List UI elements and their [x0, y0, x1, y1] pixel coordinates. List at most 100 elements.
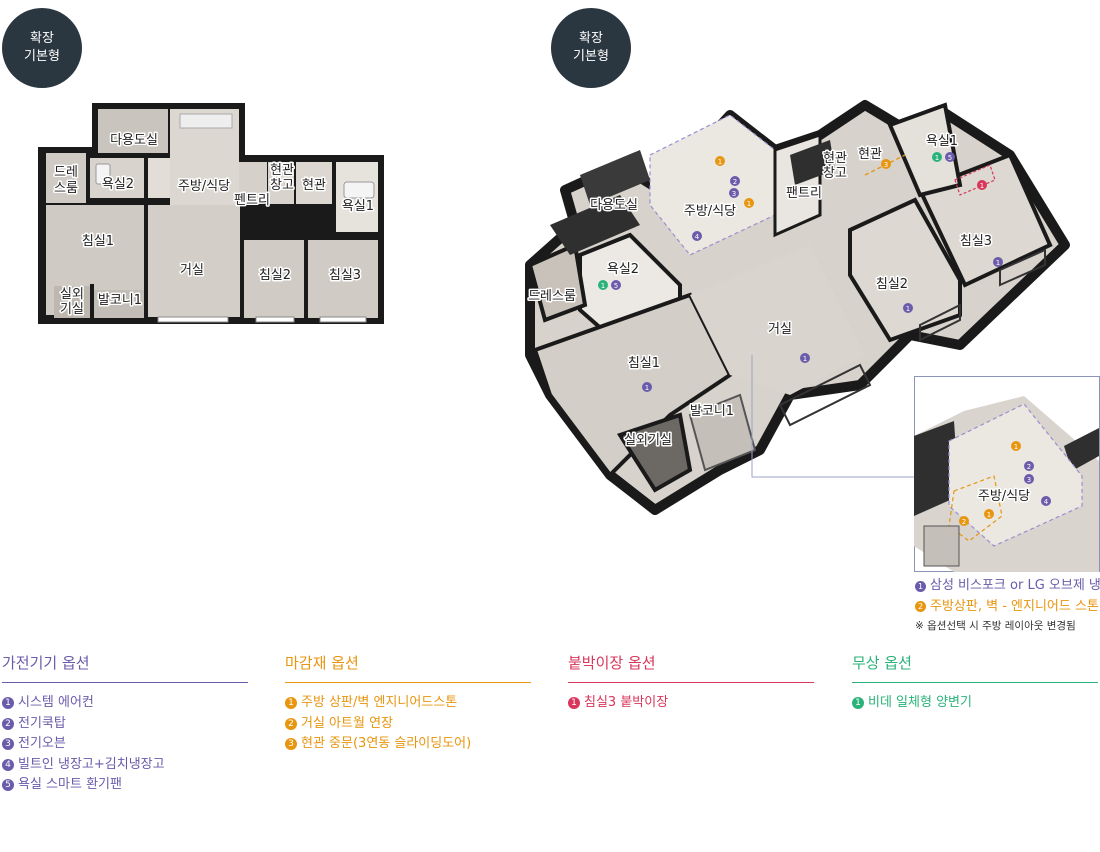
- option-text: 현관 중문(3연동 슬라이딩도어): [301, 736, 472, 751]
- badge-right: 확장 기본형: [551, 8, 631, 88]
- plan2d-label-entry: 현관: [302, 178, 326, 193]
- plan3d-label-utility: 다용도실: [590, 198, 638, 213]
- inset-legend-num-2: 2: [915, 601, 926, 613]
- plan3d-label-entry: 현관: [858, 147, 882, 162]
- plan2d-label-bed1: 침실1: [82, 234, 114, 249]
- plan2d-label-dress2: 스룸: [54, 181, 78, 196]
- svg-text:5: 5: [614, 282, 618, 290]
- inset-legend-num-1: 1: [915, 580, 926, 592]
- plan2d-label-bed2: 침실2: [259, 268, 291, 283]
- svg-text:1: 1: [718, 158, 722, 166]
- plan2d-label-kitchen: 주방/식당: [178, 179, 230, 194]
- svg-text:4: 4: [695, 233, 700, 241]
- option-text: 주방 상판/벽 엔지니어드스톤: [301, 695, 458, 710]
- plan3d-label-dressroom: 드레스룸: [528, 289, 576, 304]
- option-item: 3 전기오븐: [2, 734, 248, 755]
- option-item: 1 시스템 에어컨: [2, 693, 248, 714]
- svg-text:5: 5: [948, 154, 952, 162]
- plan3d-label-entry-storage2: 창고: [823, 166, 847, 181]
- svg-text:1: 1: [1014, 443, 1018, 451]
- plan2d-label-bath2: 욕실2: [102, 177, 134, 192]
- plan2d-label-dress1: 드레: [54, 165, 78, 180]
- option-text: 시스템 에어컨: [18, 695, 94, 710]
- svg-text:2: 2: [1027, 463, 1031, 471]
- plan3d-label-entry-storage1: 현관: [823, 151, 847, 166]
- plan2d-label-living: 거실: [180, 263, 204, 278]
- option-item: 4 빌트인 냉장고+김치냉장고: [2, 755, 248, 776]
- plan3d-label-bath1: 욕실1: [926, 134, 958, 149]
- plan2d-label-utility: 다용도실: [110, 133, 158, 148]
- svg-text:3: 3: [884, 161, 888, 169]
- inset-legend-item-2: 2 주방상판, 벽 - 엔지니어드 스톤: [915, 597, 1100, 618]
- svg-text:1: 1: [747, 200, 751, 208]
- option-rule-appliance: [2, 682, 248, 683]
- option-title-appliance: 가전기기 옵션: [2, 654, 90, 672]
- svg-text:2: 2: [733, 178, 737, 186]
- floor-plan-3d: 1 2 3 1 4 3 1 5 1 1 5 1 1 1 1 다용도실 주방/식당…: [525, 100, 1070, 515]
- badge-left-line1: 확장: [30, 31, 54, 46]
- inset-legend-text-1: 삼성 비스포크 or LG 오브제 냉장고: [930, 578, 1100, 593]
- plan3d-label-pantry: 팬트리: [786, 186, 822, 201]
- svg-text:3: 3: [732, 190, 736, 198]
- option-item: 3 현관 중문(3연동 슬라이딩도어): [285, 734, 531, 755]
- option-num: 1: [568, 697, 580, 710]
- plan3d-label-bath2: 욕실2: [607, 262, 639, 277]
- plan3d-label-kitchen: 주방/식당: [684, 204, 736, 219]
- option-num: 1: [285, 697, 297, 710]
- option-num: 2: [285, 717, 297, 730]
- inset-legend-item-1: 1 삼성 비스포크 or LG 오브제 냉장고: [915, 576, 1100, 597]
- option-num: 1: [852, 697, 864, 710]
- option-num: 1: [2, 697, 14, 710]
- svg-text:3: 3: [1027, 476, 1031, 484]
- badge-left-line2: 기본형: [24, 49, 60, 64]
- svg-text:1: 1: [803, 355, 807, 363]
- inset-legend-note: ※ 옵션선택 시 주방 레이아웃 변경됨: [915, 620, 1076, 632]
- plan3d-label-living: 거실: [768, 322, 792, 337]
- plan2d-label-bath1: 욕실1: [342, 199, 374, 214]
- inset-label-kitchen: 주방/식당: [978, 489, 1030, 504]
- option-num: 3: [285, 738, 297, 751]
- option-num: 3: [2, 738, 14, 751]
- plan3d-label-bed2: 침실2: [876, 277, 908, 292]
- svg-text:1: 1: [996, 259, 1000, 267]
- badge-left: 확장 기본형: [2, 8, 82, 88]
- svg-text:1: 1: [935, 154, 939, 162]
- option-text: 빌트인 냉장고+김치냉장고: [18, 756, 165, 772]
- kitchen-option-inset: 1 2 3 4 1 2 주방/식당: [914, 376, 1100, 572]
- plan2d-label-entry-storage2: 창고: [270, 178, 294, 193]
- plan3d-label-bed3: 침실3: [960, 234, 992, 249]
- plan3d-label-balcony: 발코니1: [690, 404, 734, 419]
- plan3d-label-outdoor: 실외기실: [624, 433, 672, 448]
- inset-legend: 1 삼성 비스포크 or LG 오브제 냉장고 2 주방상판, 벽 - 엔지니어…: [915, 576, 1100, 635]
- option-rule-builtin: [568, 682, 814, 683]
- option-item: 1 주방 상판/벽 엔지니어드스톤: [285, 693, 531, 714]
- svg-text:1: 1: [987, 511, 991, 519]
- option-text: 비데 일체형 양변기: [868, 695, 972, 710]
- option-text: 전기오븐: [18, 736, 66, 751]
- option-text: 거실 아트월 연장: [301, 715, 393, 731]
- option-item: 2 거실 아트월 연장: [285, 714, 531, 735]
- svg-text:2: 2: [962, 518, 966, 526]
- plan2d-label-pantry: 펜트리: [234, 193, 270, 208]
- option-rule-free: [852, 682, 1098, 683]
- svg-text:1: 1: [906, 305, 910, 313]
- plan2d-label-entry-storage1: 현관: [270, 163, 294, 178]
- badge-right-line2: 기본형: [573, 49, 609, 64]
- plan2d-label-outdoor2: 기실: [60, 302, 84, 317]
- option-text: 욕실 스마트 환기팬: [18, 777, 122, 792]
- plan2d-label-outdoor1: 실외: [60, 287, 84, 302]
- option-text: 전기쿡탑: [18, 715, 66, 731]
- svg-text:4: 4: [1044, 498, 1049, 506]
- badge-right-line1: 확장: [579, 31, 603, 46]
- option-num: 4: [2, 758, 14, 771]
- option-markers-3d: 1 2 3 1 4 3 1 5 1 1 5 1 1 1 1: [598, 152, 1003, 392]
- floor-plan-2d: 다용도실 드레 스룸 욕실2 주방/식당 현관 창고 현관 펜트리 욕실1 침실…: [38, 103, 384, 324]
- svg-text:1: 1: [601, 282, 605, 290]
